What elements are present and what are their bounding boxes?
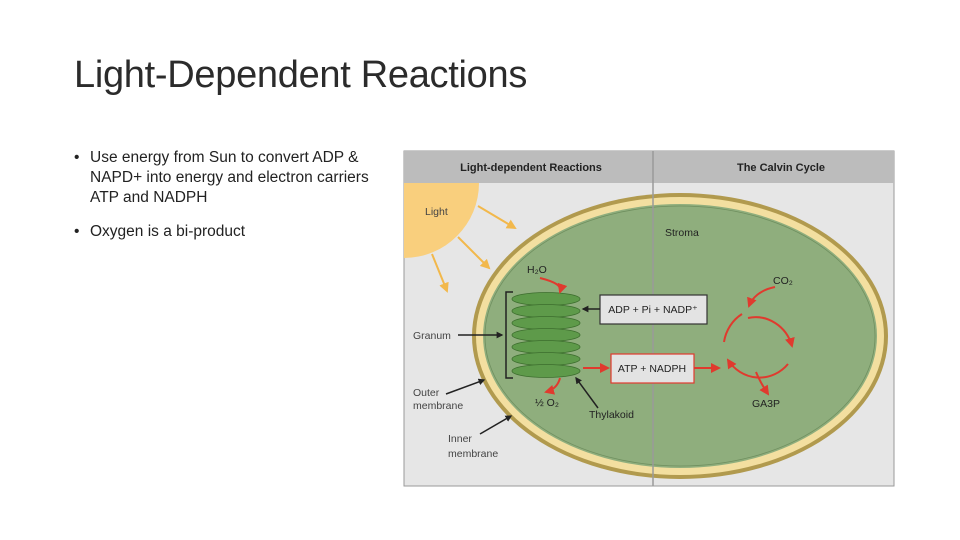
thylakoid-disc	[511, 364, 581, 378]
h2o-arrow	[539, 277, 568, 294]
thylakoid-disc	[511, 316, 581, 330]
thylakoid-disc	[511, 292, 581, 306]
header-calvin-cycle: The Calvin Cycle	[737, 162, 825, 174]
light-ray	[431, 253, 449, 293]
thylakoid-pointer	[575, 376, 599, 409]
bullet-list: • Use energy from Sun to convert ADP & NA…	[72, 148, 372, 256]
diagram-header	[404, 151, 894, 183]
bullet-text: Use energy from Sun to convert ADP & NAP…	[90, 149, 369, 206]
inner-membrane-label: membrane	[448, 448, 498, 460]
co2-label: CO₂	[773, 275, 793, 287]
calvin-cycle-arc	[726, 358, 789, 379]
bullet-item: • Use energy from Sun to convert ADP & NA…	[72, 148, 372, 208]
atp-label: ATP + NADPH	[618, 363, 686, 375]
co2-arrow	[747, 286, 776, 308]
thylakoid-disc	[511, 328, 581, 342]
ga3p-arrow	[755, 371, 770, 396]
h2o-label: H₂O	[527, 264, 547, 276]
half-o2-label: ½ O₂	[535, 397, 559, 409]
header-light-dependent: Light-dependent Reactions	[460, 162, 602, 174]
bullet-item: • Oxygen is a bi-product	[72, 222, 372, 242]
outer-membrane-label: membrane	[413, 400, 463, 412]
outer-membrane-pointer	[445, 378, 486, 395]
thylakoid-disc	[511, 340, 581, 354]
calvin-cycle-arc	[723, 313, 743, 343]
bullet-icon: •	[74, 149, 80, 166]
adp-label: ADP + Pi + NADP⁺	[608, 304, 698, 316]
granum-stack	[511, 292, 581, 378]
calvin-cycle-arc	[747, 316, 795, 348]
o2-arrow	[544, 377, 561, 395]
thylakoid-label: Thylakoid	[589, 409, 634, 421]
inner-membrane-pointer	[479, 415, 513, 435]
light-ray	[477, 205, 517, 230]
light-ray	[457, 236, 491, 270]
outer-membrane-label: Outer	[413, 387, 440, 399]
bullet-text: Oxygen is a bi-product	[90, 223, 246, 240]
thylakoid-disc	[511, 304, 581, 318]
inner-membrane-label: Inner	[448, 433, 472, 445]
stroma-label: Stroma	[665, 227, 699, 239]
stroma	[484, 205, 876, 467]
granum-label: Granum	[413, 330, 451, 342]
light-label: Light	[425, 206, 448, 218]
slide-title: Light-Dependent Reactions	[74, 54, 528, 96]
bullet-icon: •	[74, 223, 80, 240]
thylakoid-disc	[511, 352, 581, 366]
granum-bracket	[505, 291, 513, 379]
ga3p-label: GA3P	[752, 398, 780, 410]
